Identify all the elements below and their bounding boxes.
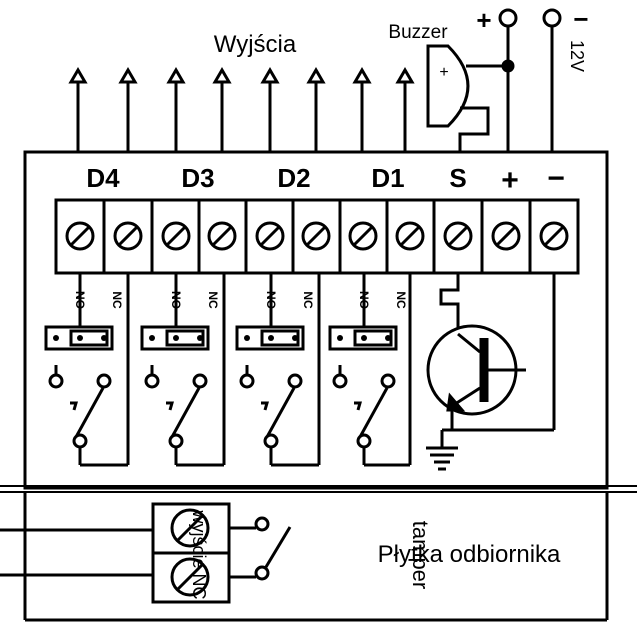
terminal-label-d4: D4 <box>86 163 120 193</box>
ground-icon <box>426 430 458 471</box>
tamper-switch-icon <box>254 516 292 581</box>
output-arrow-d2-1 <box>260 67 280 152</box>
relay-channel-d4: NO NC <box>44 273 130 467</box>
receiver-board <box>23 492 609 622</box>
output-arrow-d3-1 <box>166 67 186 152</box>
screw-icon <box>161 221 191 251</box>
terminal-labels: D4 D3 D2 D1 S + − <box>86 162 564 197</box>
terminal-strip <box>54 198 580 275</box>
supply-minus-label: − <box>573 4 588 34</box>
board-break-line <box>0 485 637 493</box>
buzzer-plus-sign: + <box>439 64 448 81</box>
junction-dot <box>501 59 515 73</box>
output-arrow-d4-1 <box>68 67 88 152</box>
output-arrow-d4-2 <box>118 67 138 152</box>
nc-label: NC <box>301 291 315 309</box>
output-arrow-d1-2 <box>395 67 415 152</box>
screw-icon <box>207 221 237 251</box>
screw-icon <box>255 221 285 251</box>
screw-icon <box>491 221 521 251</box>
output-arrows <box>68 67 415 152</box>
buzzer-label: Buzzer <box>388 22 448 43</box>
relay-channel-d2: NO NC <box>235 273 321 467</box>
no-label: NO <box>169 291 183 309</box>
receiver-board-label: Płytka odbiornika <box>378 541 561 568</box>
nc-label: NC <box>110 291 124 309</box>
screw-icon <box>395 221 425 251</box>
supply-minus-terminal <box>542 8 562 28</box>
transistor-icon <box>426 273 556 432</box>
tamper-label: tamper <box>408 521 433 589</box>
relay-channel-d3: NO NC <box>140 273 226 467</box>
terminal-label-d1: D1 <box>371 163 404 193</box>
screw-icon <box>443 221 473 251</box>
relay-channel-d1: NO NC <box>328 273 412 467</box>
supply-voltage-label: 12V <box>567 40 587 72</box>
screw-icon <box>113 221 143 251</box>
no-label: NO <box>264 291 278 309</box>
output-arrow-d2-2 <box>306 67 326 152</box>
screw-icon <box>301 221 331 251</box>
supply-plus-label: + <box>476 5 491 35</box>
screw-icon <box>539 221 569 251</box>
terminal-label-s: S <box>449 163 466 193</box>
screw-icon <box>348 221 378 251</box>
screw-icon <box>65 221 95 251</box>
tamper-wires <box>0 528 155 577</box>
terminal-label-plus: + <box>501 164 519 197</box>
terminal-label-d3: D3 <box>181 163 214 193</box>
no-label: NO <box>73 291 87 309</box>
tamper-terminals-label: wyjście NC <box>189 509 209 599</box>
nc-label: NC <box>394 291 408 309</box>
screw-icon <box>170 557 210 597</box>
screw-icons <box>65 221 569 251</box>
supply-inputs <box>498 8 562 152</box>
output-arrow-d3-2 <box>212 67 232 152</box>
screw-icon <box>170 508 210 548</box>
terminal-label-minus: − <box>547 162 565 195</box>
tamper-terminal-block <box>151 502 256 604</box>
buzzer-icon: + <box>426 44 508 152</box>
nc-label: NC <box>206 291 220 309</box>
supply-plus-terminal <box>498 8 518 28</box>
outputs-label: Wyjścia <box>214 31 297 58</box>
output-arrow-d1-1 <box>352 67 372 152</box>
no-label: NO <box>357 291 371 309</box>
terminal-label-d2: D2 <box>277 163 310 193</box>
